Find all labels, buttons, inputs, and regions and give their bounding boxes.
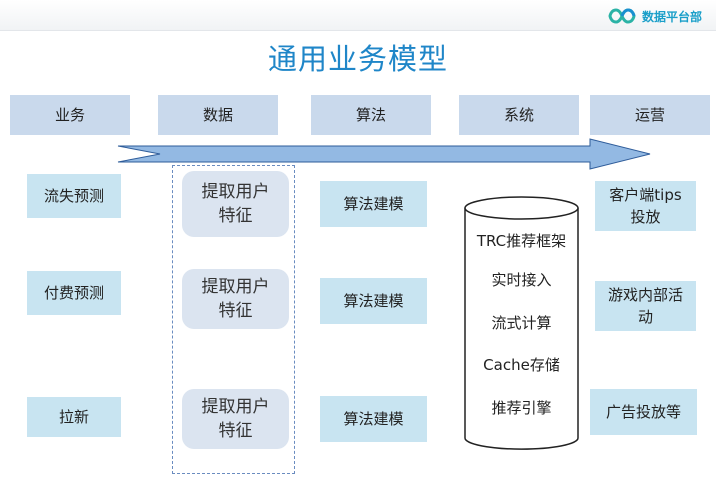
- header-system: 系统: [459, 95, 579, 135]
- feature-line: 提取用户: [201, 397, 270, 417]
- business-churn-prediction: 流失预测: [27, 174, 121, 218]
- algorithm-modeling-3: 算法建模: [320, 396, 427, 442]
- page-title: 通用业务模型: [267, 42, 448, 76]
- system-item-trc-framework: TRC推荐框架: [476, 232, 567, 250]
- infinity-logo-icon: [608, 8, 636, 24]
- logo-text: 数据平台部: [641, 9, 702, 24]
- feature-line: 特征: [218, 301, 253, 321]
- top-bar: 数据平台部: [0, 0, 716, 31]
- operation-line: 游戏内部活: [607, 286, 683, 304]
- operation-line: 客户端tips: [609, 186, 682, 204]
- system-item-cache-storage: Cache存储: [483, 356, 560, 374]
- feature-extraction-3: 提取用户特征: [182, 389, 289, 449]
- system-item-realtime-ingest: 实时接入: [491, 271, 552, 289]
- business-payment-prediction: 付费预测: [27, 271, 121, 315]
- operation-line: 投放: [630, 208, 661, 226]
- feature-extraction-2: 提取用户特征: [182, 269, 289, 329]
- operation-ad-delivery: 广告投放等: [590, 389, 697, 435]
- business-acquisition: 拉新: [27, 397, 121, 437]
- feature-line: 特征: [218, 206, 253, 226]
- feature-line: 提取用户: [201, 182, 270, 202]
- logo: 数据平台部: [608, 5, 702, 27]
- algorithm-modeling-2: 算法建模: [320, 278, 427, 324]
- feature-line: 提取用户: [201, 277, 270, 297]
- header-algorithm: 算法: [311, 95, 431, 135]
- data-column-frame: [172, 165, 295, 474]
- operation-in-game-activity: 游戏内部活动: [595, 281, 696, 331]
- algorithm-modeling-1: 算法建模: [320, 181, 427, 227]
- operation-client-tips: 客户端tips 投放: [595, 181, 696, 231]
- system-item-recommend-engine: 推荐引擎: [491, 399, 552, 417]
- header-business: 业务: [10, 95, 130, 135]
- feature-extraction-1: 提取用户特征: [182, 171, 289, 237]
- header-operations: 运营: [590, 95, 710, 135]
- header-data: 数据: [158, 95, 278, 135]
- system-item-stream-compute: 流式计算: [491, 314, 552, 332]
- operation-line: 动: [637, 308, 653, 326]
- feature-line: 特征: [218, 421, 253, 441]
